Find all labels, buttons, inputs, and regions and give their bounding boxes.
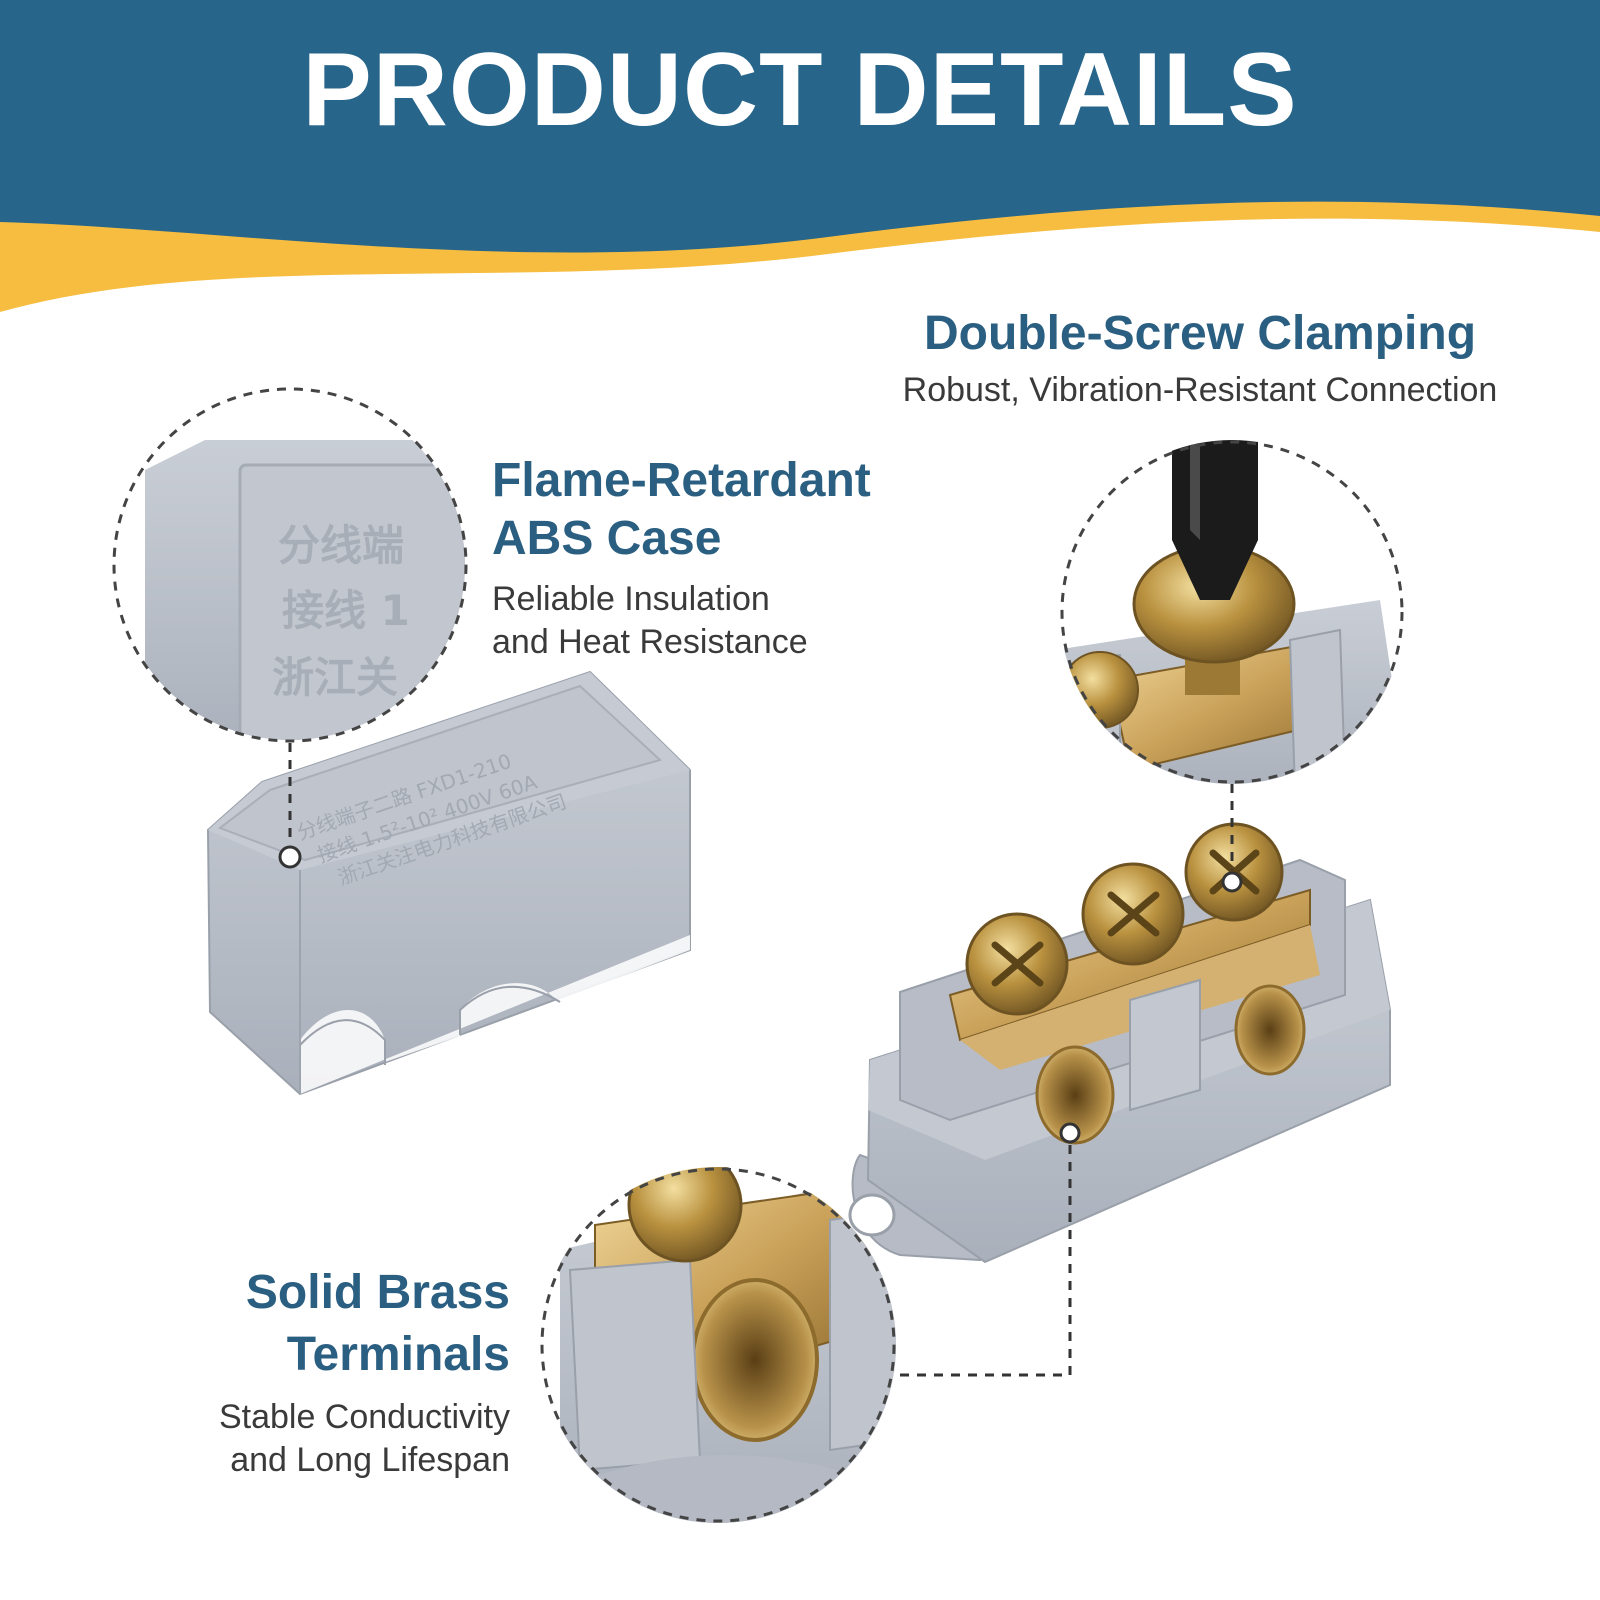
banner-background [0,0,1600,253]
feature-case-title-line-1: Flame-Retardant [492,454,871,507]
feature-terminals-desc-line-2: and Long Lifespan [230,1441,510,1479]
terminal-base [848,822,1391,1264]
zoom-marking-line-3: 浙江关 [272,653,398,702]
callout-dot-icon [278,845,1243,1144]
feature-terminals-desc-line-1: Stable Conductivity [218,1398,510,1436]
zoom-clamping-detail [1060,440,1404,784]
page-title: PRODUCT DETAILS [302,32,1298,148]
zoom-case-detail: 分线端 接线 1 浙江关 [115,390,465,740]
feature-terminals-title-line-2: Terminals [286,1328,510,1381]
terminal-cover [206,670,691,1096]
header-banner [0,0,1600,312]
zoom-brass-detail [540,1167,896,1523]
feature-case-title-line-2: ABS Case [492,512,722,565]
feature-clamping-desc: Robust, Vibration-Resistant Connection [902,371,1498,409]
feature-case-desc-line-2: and Heat Resistance [492,623,808,661]
zoom-marking-line-1: 分线端 [278,521,404,570]
feature-terminals-title-line-1: Solid Brass [245,1266,510,1319]
feature-clamping-title: Double-Screw Clamping [923,307,1477,360]
zoom-marking-line-2: 接线 1 [282,586,410,635]
feature-case-desc-line-1: Reliable Insulation [492,580,770,618]
callout-lines [288,743,1234,1377]
